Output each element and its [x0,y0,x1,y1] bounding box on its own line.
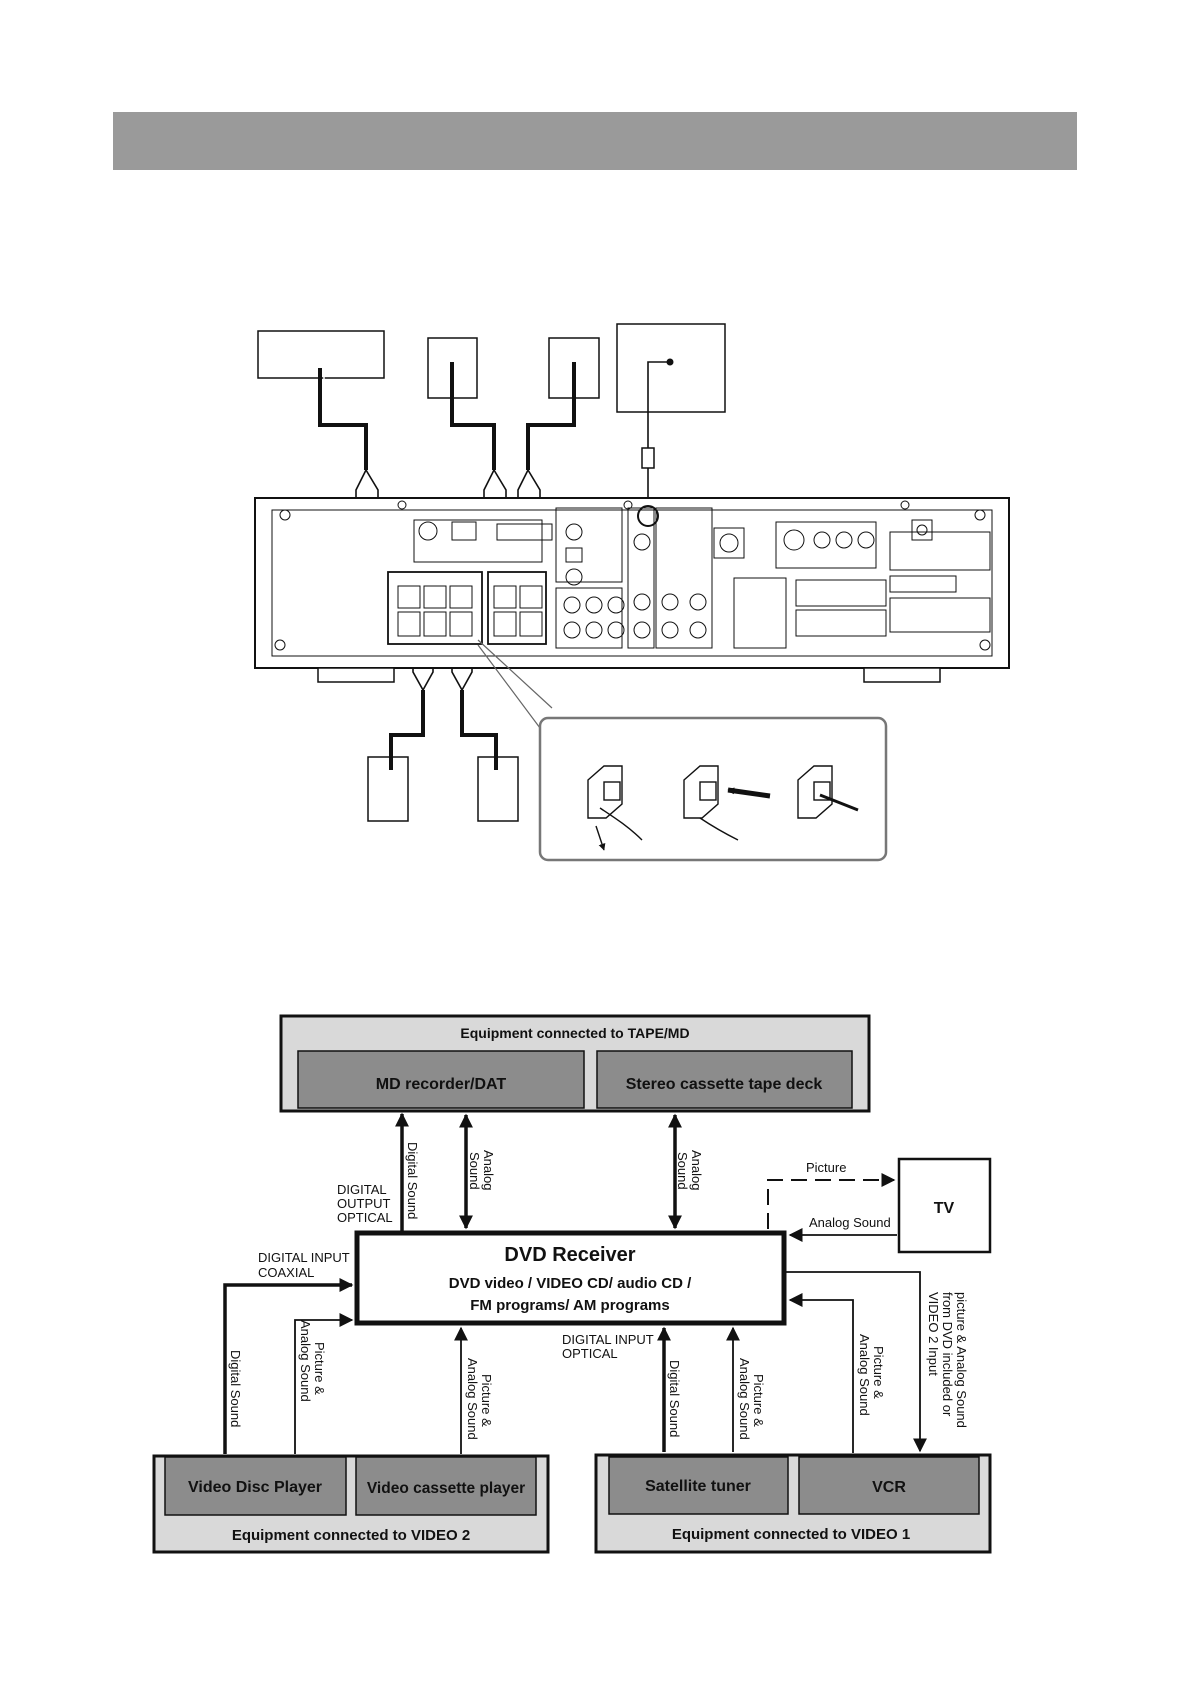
video1-group: Satellite tuner VCR Equipment connected … [594,1453,992,1554]
label-analog-sound-tv: Analog Sound [809,1215,891,1230]
label-digital-input-coaxial-2: COAXIAL [258,1265,314,1280]
label-picture-vcp-2: Analog Sound [465,1358,480,1440]
satellite-tuner-box [608,1456,789,1515]
label-picture-dvd-2: from DVD included or [940,1292,955,1417]
line-output-to-vcr [786,1271,927,1453]
label-digital-sound-satellite: Digital Sound [667,1360,682,1437]
dvd-receiver-box: DVD Receiver DVD video / VIDEO CD/ audio… [354,1230,787,1326]
label-analog-cassette-2: Sound [675,1152,690,1190]
tape-md-group: Equipment connected to TAPE/MD MD record… [279,1014,871,1113]
vcr-box [798,1456,980,1515]
subwoofer-jack [637,505,659,527]
label-picture-satellite-1: Picture & [751,1374,766,1427]
video-cassette-player-label: Video cassette player [367,1480,525,1497]
cassette-deck-label: Stereo cassette tape deck [626,1076,823,1093]
label-digital-output-3: OPTICAL [337,1210,393,1225]
label-picture-disc-2: Analog Sound [298,1320,313,1402]
label-picture-dvd-1: picture & Analog Sound [954,1292,969,1428]
label-picture-satellite-2: Analog Sound [737,1358,752,1440]
label-analog-md-2: Sound [467,1152,482,1190]
label-picture-vcr-1: Picture & [871,1346,886,1399]
subwoofer-box [616,323,726,413]
md-recorder-label: MD recorder/DAT [376,1076,507,1093]
video1-group-title: Equipment connected to VIDEO 1 [672,1526,910,1543]
label-digital-output-1: DIGITAL [337,1182,387,1197]
rear-panel-illustration [254,323,1010,862]
label-digital-input-coaxial-1: DIGITAL INPUT [258,1250,350,1265]
tv-box: TV [897,1157,992,1254]
label-picture-dvd-3: VIDEO 2 Input [926,1292,941,1376]
line-picture-vcr [788,1293,854,1453]
line-digital-coaxial [223,1278,354,1454]
label-digital-input-optical-1: DIGITAL INPUT [562,1332,654,1347]
line-picture-video-disc [294,1313,354,1454]
connection-lines [223,1112,927,1454]
label-digital-output-2: OUTPUT [337,1196,391,1211]
section-header-bar [113,112,1077,170]
label-picture-tv: Picture [806,1160,846,1175]
connection-labels: Digital Sound Analog Sound Analog Sound … [228,1142,969,1440]
surround-right-speaker-box [477,756,519,822]
vcr-label: VCR [872,1479,906,1496]
label-picture-vcp-1: Picture & [479,1374,494,1427]
label-picture-disc-1: Picture & [312,1342,327,1395]
video2-group-title: Equipment connected to VIDEO 2 [232,1527,470,1544]
surround-left-speaker-box [367,756,409,822]
speaker-terminal-block [387,571,483,645]
label-digital-sound-top: Digital Sound [405,1142,420,1219]
line-picture-tv [767,1173,896,1229]
label-analog-md-1: Analog [481,1150,496,1190]
tv-label: TV [934,1200,955,1217]
receiver-chassis [254,497,1010,669]
label-picture-vcr-2: Analog Sound [857,1334,872,1416]
satellite-tuner-label: Satellite tuner [645,1478,751,1495]
tape-md-group-title: Equipment connected to TAPE/MD [460,1025,689,1041]
cassette-deck-box [596,1050,853,1109]
video2-group: Video Disc Player Video cassette player … [152,1454,550,1554]
dvd-receiver-title: DVD Receiver [504,1244,635,1266]
video-disc-player-box [164,1456,347,1516]
video-disc-player-label: Video Disc Player [188,1479,322,1496]
label-analog-cassette-1: Analog [689,1150,704,1190]
dvd-receiver-line2: FM programs/ AM programs [470,1297,669,1314]
md-recorder-box [297,1050,585,1109]
label-digital-sound-coaxial: Digital Sound [228,1350,243,1427]
video-cassette-player-box [355,1456,537,1516]
label-digital-input-optical-2: OPTICAL [562,1346,618,1361]
dvd-receiver-line1: DVD video / VIDEO CD/ audio CD / [449,1275,692,1292]
